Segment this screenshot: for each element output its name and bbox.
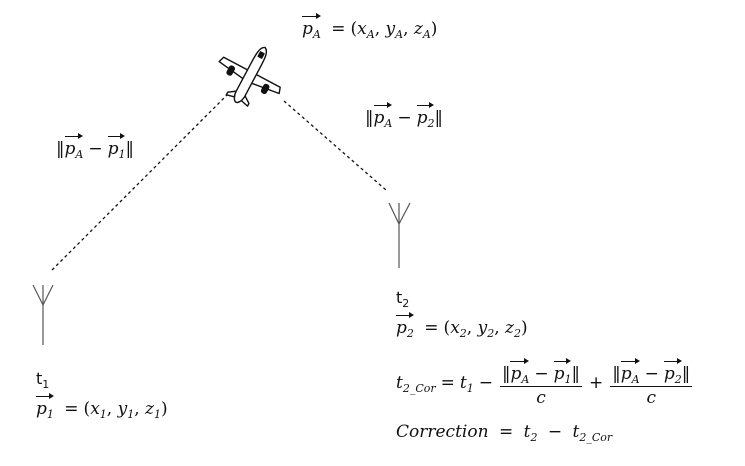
distance-label-right: ‖pA−p2‖: [365, 102, 443, 129]
distance-label-left: ‖pA−p1‖: [56, 133, 134, 160]
aircraft-position-label: pA =(xA, yA, zA): [302, 13, 437, 40]
dashed-line-left: [51, 91, 231, 271]
fraction-left: ‖pA−p1‖ c: [499, 358, 582, 407]
receiver-1-position-label: p1 =(x1, y1, z1): [36, 393, 168, 420]
receiver-1-time-label: t1: [36, 369, 50, 391]
receiver-2-position-label: p2 =(x2, y2, z2): [396, 312, 528, 339]
corrected-time-formula: t2_Cor = t1 − ‖pA−p1‖ c + ‖pA−p2‖ c: [396, 358, 694, 407]
receiver-2-time-label: t2: [396, 288, 410, 310]
fraction-right: ‖pA−p2‖ c: [610, 358, 693, 407]
airplane-icon: [218, 46, 281, 107]
antenna-icon-receiver-2: [388, 202, 411, 268]
correction-definition: Correction = t2 − t2_Cor: [396, 422, 613, 444]
dashed-line-right: [283, 100, 387, 191]
antenna-icon-receiver-1: [32, 284, 54, 345]
